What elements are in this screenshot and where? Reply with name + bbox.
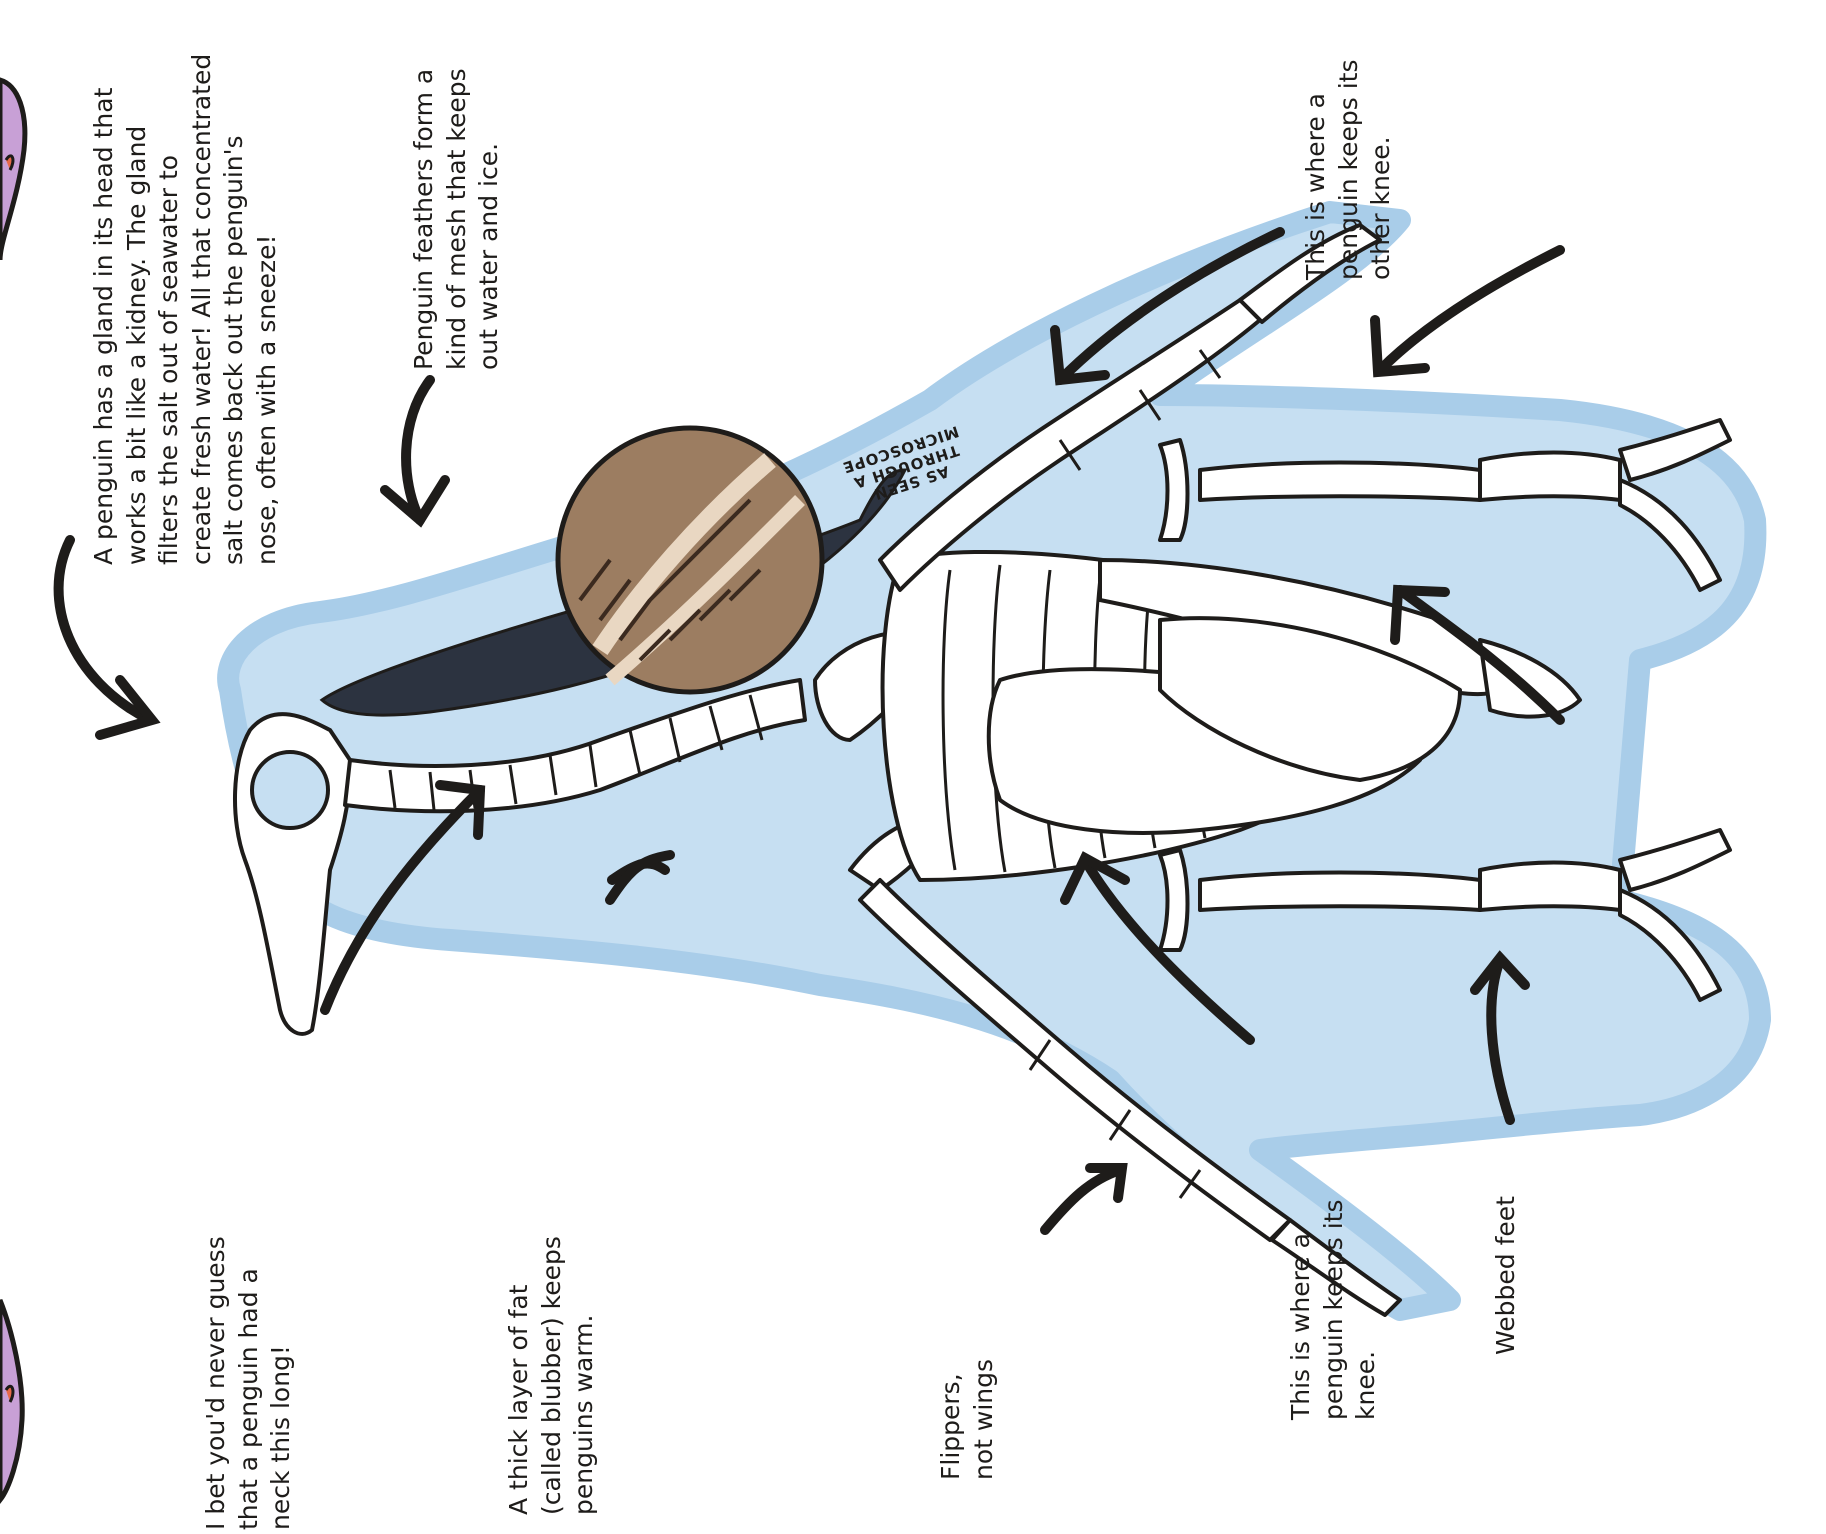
feathers-line-2: kind of mesh that keeps: [441, 68, 474, 370]
eye-socket: [252, 752, 328, 828]
arrow-flippers: [1045, 1170, 1120, 1230]
salt-gland-line-2: works a bit like a kidney. The gland: [121, 54, 154, 565]
webbed-feet-line-1: Webbed feet: [1490, 1196, 1523, 1355]
flippers-note: Flippers, not wings: [935, 1359, 1000, 1480]
blubber-line-3: penguins warm.: [568, 1236, 601, 1515]
salt-gland-line-5: salt comes back out the penguin's: [218, 54, 251, 565]
salt-gland-line-4: create fresh water! All that concentrate…: [186, 54, 219, 565]
webbed-feet-note: Webbed feet: [1490, 1196, 1523, 1355]
neck-line-2: that a penguin had a: [233, 1236, 266, 1530]
neighbor-shape-top-left: [0, 80, 25, 260]
salt-gland-line-6: nose, often with a sneeze!: [251, 54, 284, 565]
arrow-other-knee: [1380, 250, 1560, 370]
salt-gland-line-3: filters the salt out of seawater to: [153, 54, 186, 565]
other-knee-note: This is where a penguin keeps its other …: [1300, 59, 1398, 280]
knee-line-2: penguin keeps its: [1318, 1199, 1351, 1420]
blubber-note: A thick layer of fat (called blubber) ke…: [503, 1236, 601, 1515]
neck-line-1: I bet you'd never guess: [200, 1236, 233, 1530]
neck-note: I bet you'd never guess that a penguin h…: [200, 1236, 298, 1530]
knee-line-3: knee.: [1350, 1199, 1383, 1420]
salt-gland-note: A penguin has a gland in its head that w…: [88, 54, 283, 565]
knee-note: This is where a penguin keeps its knee.: [1285, 1199, 1383, 1420]
blubber-line-1: A thick layer of fat: [503, 1236, 536, 1515]
feathers-line-1: Penguin feathers form a: [408, 68, 441, 370]
other-knee-line-3: other knee.: [1365, 59, 1398, 280]
flippers-line-1: Flippers,: [935, 1359, 968, 1480]
knee-line-1: This is where a: [1285, 1199, 1318, 1420]
neck-line-3: neck this long!: [265, 1236, 298, 1530]
feathers-note: Penguin feathers form a kind of mesh tha…: [408, 68, 506, 370]
other-knee-line-2: penguin keeps its: [1333, 59, 1366, 280]
microscope-inset: [558, 428, 822, 692]
feathers-line-3: out water and ice.: [473, 68, 506, 370]
arrow-feathers: [406, 380, 430, 520]
flippers-line-2: not wings: [968, 1359, 1001, 1480]
blubber-line-2: (called blubber) keeps: [536, 1236, 569, 1515]
other-knee-line-1: This is where a: [1300, 59, 1333, 280]
salt-gland-line-1: A penguin has a gland in its head that: [88, 54, 121, 565]
